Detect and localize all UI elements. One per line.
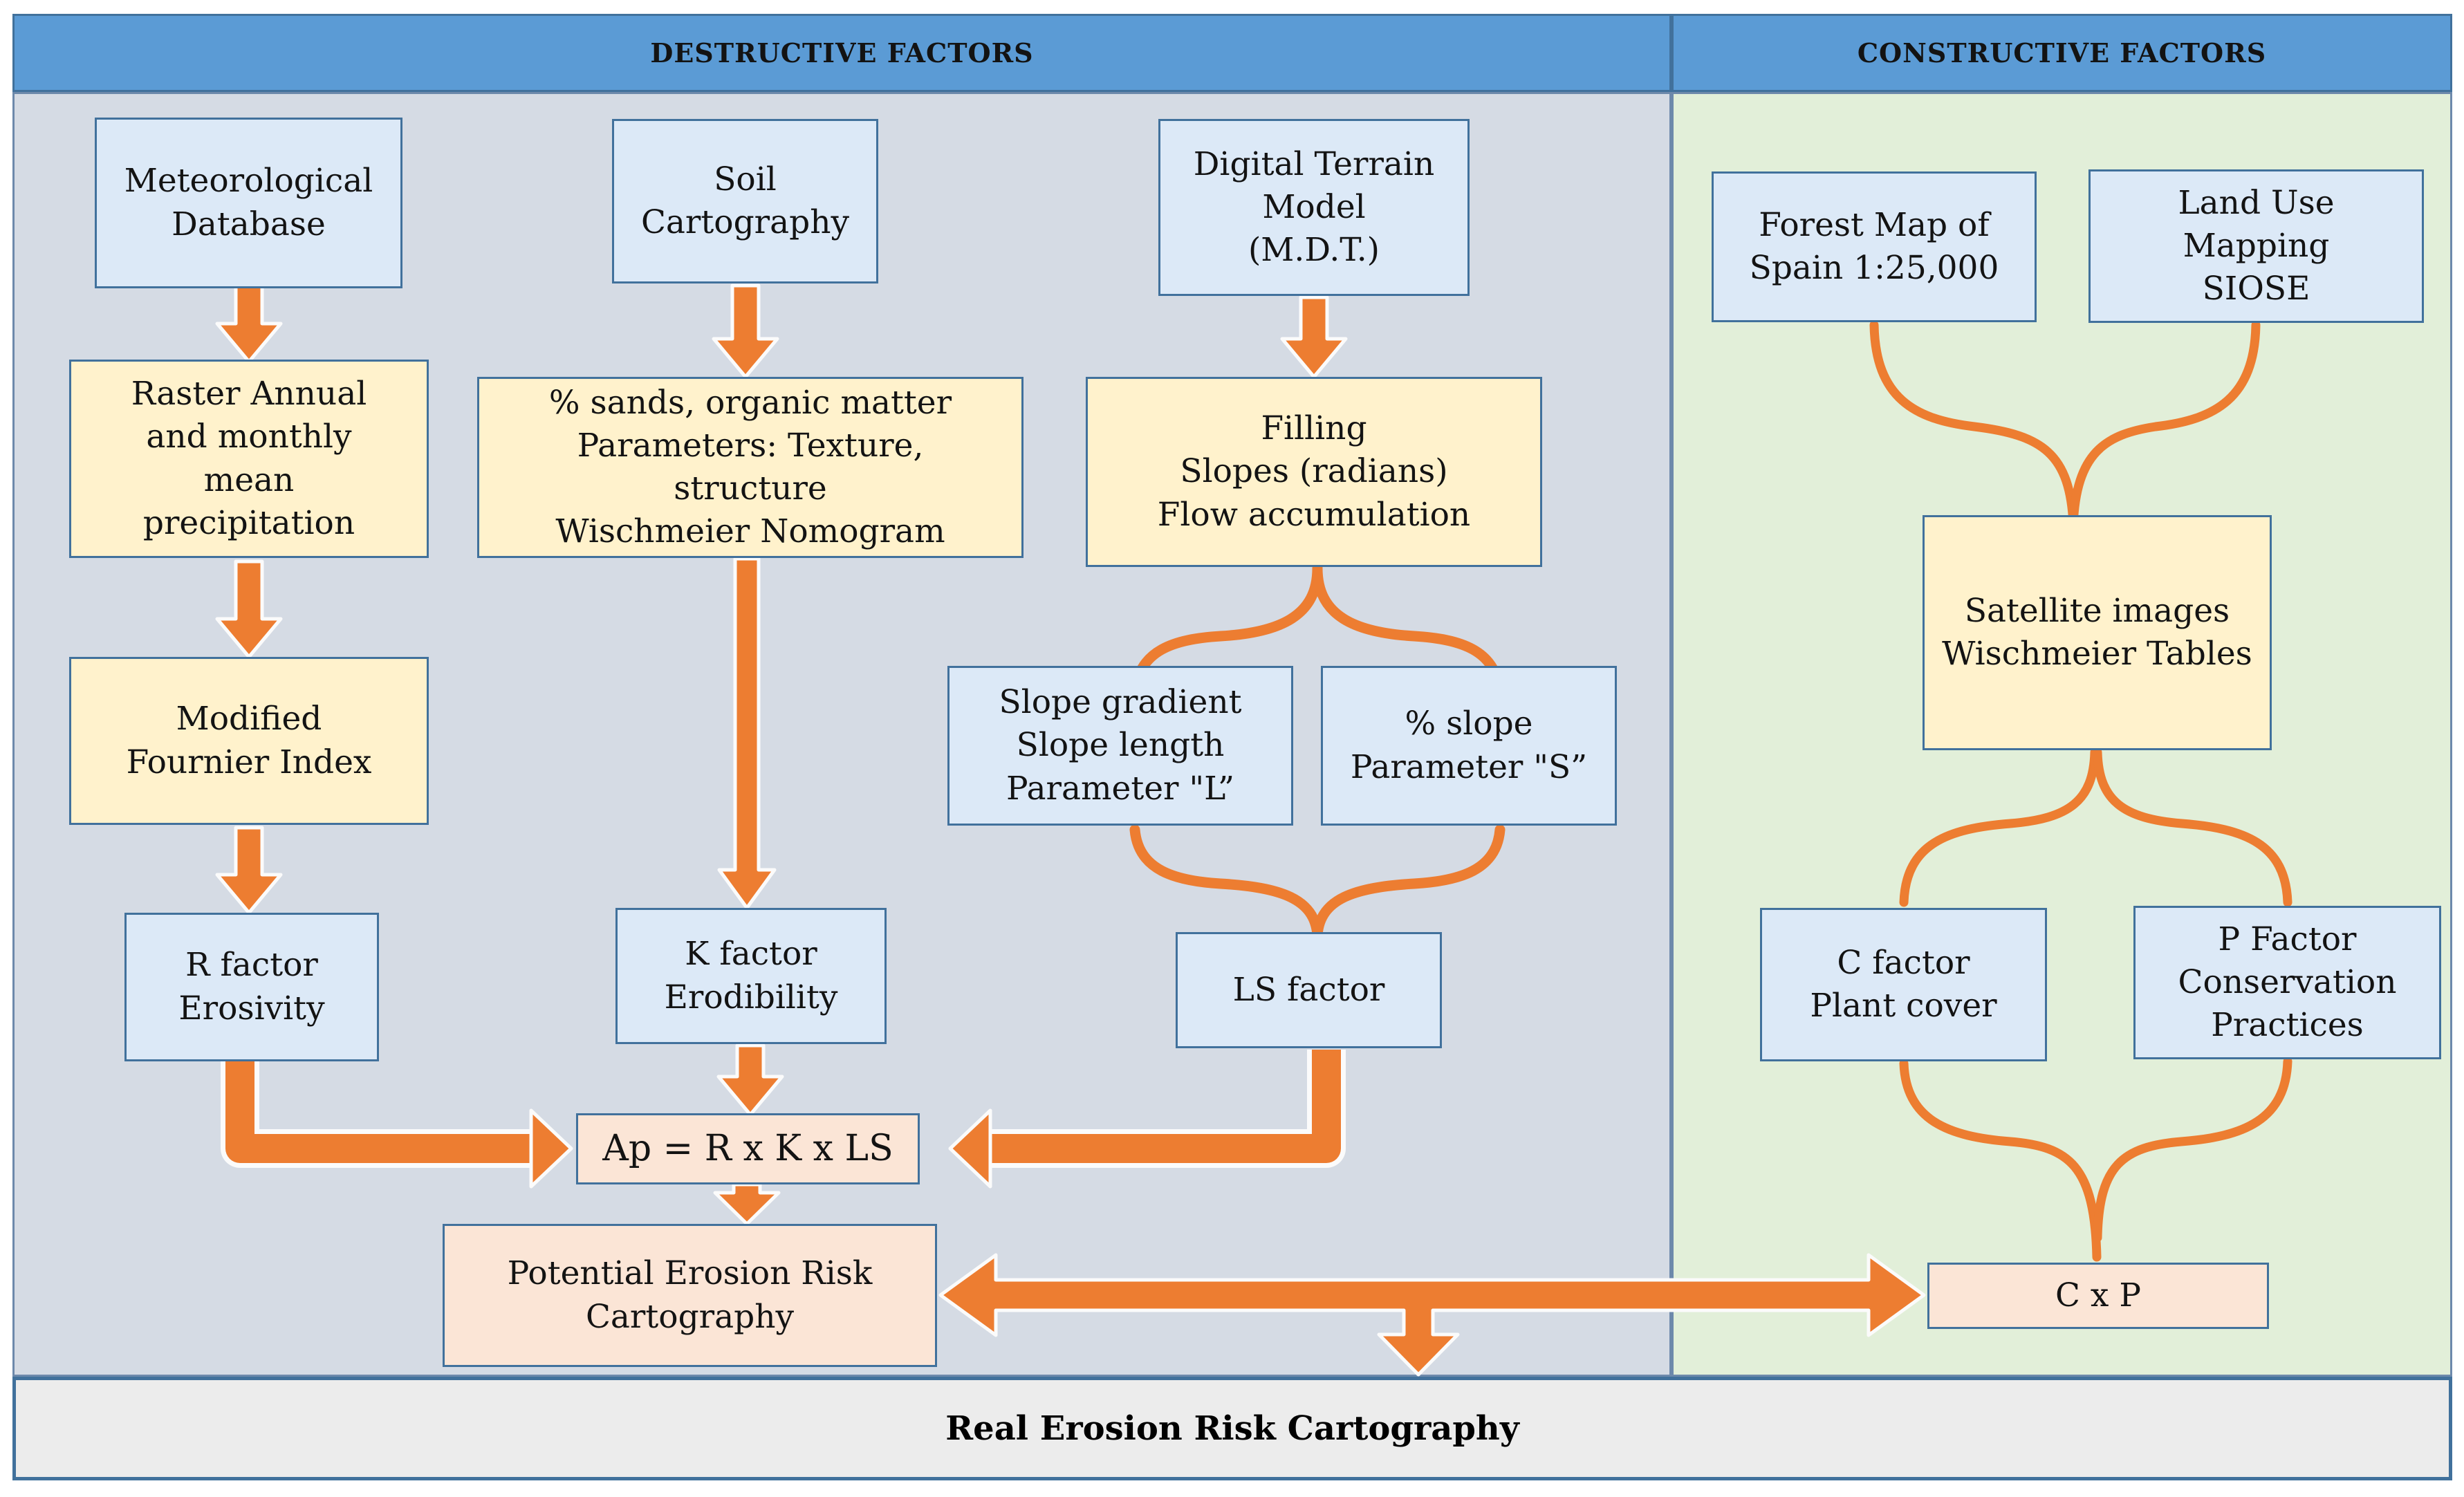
arrow-lsfactor-to-ap-outline	[990, 1050, 1346, 1168]
node-forest-map: Forest Map of Spain 1:25,000	[1712, 171, 2037, 322]
constructive-factors-title: CONSTRUCTIVE FACTORS	[1857, 37, 2267, 68]
node-k-factor: K factor Erodibility	[615, 908, 887, 1044]
node-digital-terrain-model: Digital Terrain Model (M.D.T.)	[1158, 119, 1470, 296]
funnel-maps-merge-right	[2068, 320, 2261, 530]
funnel-cp-merge-right	[2093, 1057, 2292, 1243]
brace-filling-split-right	[1312, 563, 1506, 699]
funnel-maps-merge-left	[1869, 320, 2078, 530]
arrow-parameters-to-kfactor	[717, 557, 777, 910]
brace-ls-merge-right	[1312, 824, 1506, 940]
node-c-x-p: C x P	[1927, 1263, 2269, 1329]
node-slope-parameter-l: Slope gradient Slope length Parameter "L…	[947, 666, 1293, 826]
node-p-factor: P Factor Conservation Practices	[2133, 906, 2441, 1059]
arrow-potential-cxp-real	[938, 1253, 1926, 1377]
arrow-ap-to-potential	[713, 1182, 781, 1226]
arrow-meteorological-to-raster	[215, 278, 283, 364]
node-soil-parameters: % sands, organic matter Parameters: Text…	[477, 377, 1023, 558]
node-soil-cartography: Soil Cartography	[612, 119, 878, 283]
real-erosion-risk-bar: Real Erosion Risk Cartography	[12, 1377, 2452, 1480]
arrow-lsfactor-to-ap	[990, 1050, 1341, 1163]
funnel-satellite-split-left	[1899, 747, 2100, 907]
arrow-kfactor-to-ap	[716, 1043, 784, 1117]
node-r-factor: R factor Erosivity	[124, 913, 379, 1061]
node-ap-formula: Ap = R x K x LS	[576, 1113, 920, 1184]
real-erosion-risk-title: Real Erosion Risk Cartography	[945, 1409, 1519, 1448]
arrow-soil-to-parameters	[712, 283, 779, 379]
node-c-factor: C factor Plant cover	[1760, 908, 2047, 1061]
arrow-raster-to-fournier	[215, 559, 283, 659]
node-ls-factor: LS factor	[1176, 932, 1442, 1048]
arrow-lsfactor-to-ap-head	[948, 1108, 992, 1189]
node-dtm-processing: Filling Slopes (radians) Flow accumulati…	[1086, 377, 1542, 567]
funnel-satellite-split-right	[2093, 747, 2292, 907]
brace-filling-split-left	[1129, 563, 1323, 699]
arrow-rfactor-to-ap-head	[529, 1108, 573, 1189]
node-satellite-images: Satellite images Wischmeier Tables	[1923, 515, 2272, 750]
constructive-factors-header: CONSTRUCTIVE FACTORS	[1671, 14, 2452, 92]
destructive-factors-header: DESTRUCTIVE FACTORS	[12, 14, 1671, 92]
node-land-use-mapping: Land Use Mapping SIOSE	[2088, 169, 2424, 323]
node-slope-parameter-s: % slope Parameter "S”	[1321, 666, 1617, 826]
brace-ls-merge-left	[1129, 824, 1323, 940]
funnel-cp-merge-left	[1899, 1059, 2102, 1262]
destructive-factors-title: DESTRUCTIVE FACTORS	[650, 37, 1034, 68]
node-modified-fournier-index: Modified Fournier Index	[69, 657, 429, 825]
arrow-rfactor-to-ap	[225, 1044, 531, 1163]
node-meteorological-database: Meteorological Database	[95, 118, 402, 288]
node-raster-precipitation: Raster Annual and monthly mean precipita…	[69, 360, 429, 558]
arrow-dtm-to-filling	[1280, 295, 1348, 379]
node-potential-erosion-risk: Potential Erosion Risk Cartography	[443, 1224, 937, 1367]
arrow-fournier-to-rfactor	[215, 826, 283, 915]
